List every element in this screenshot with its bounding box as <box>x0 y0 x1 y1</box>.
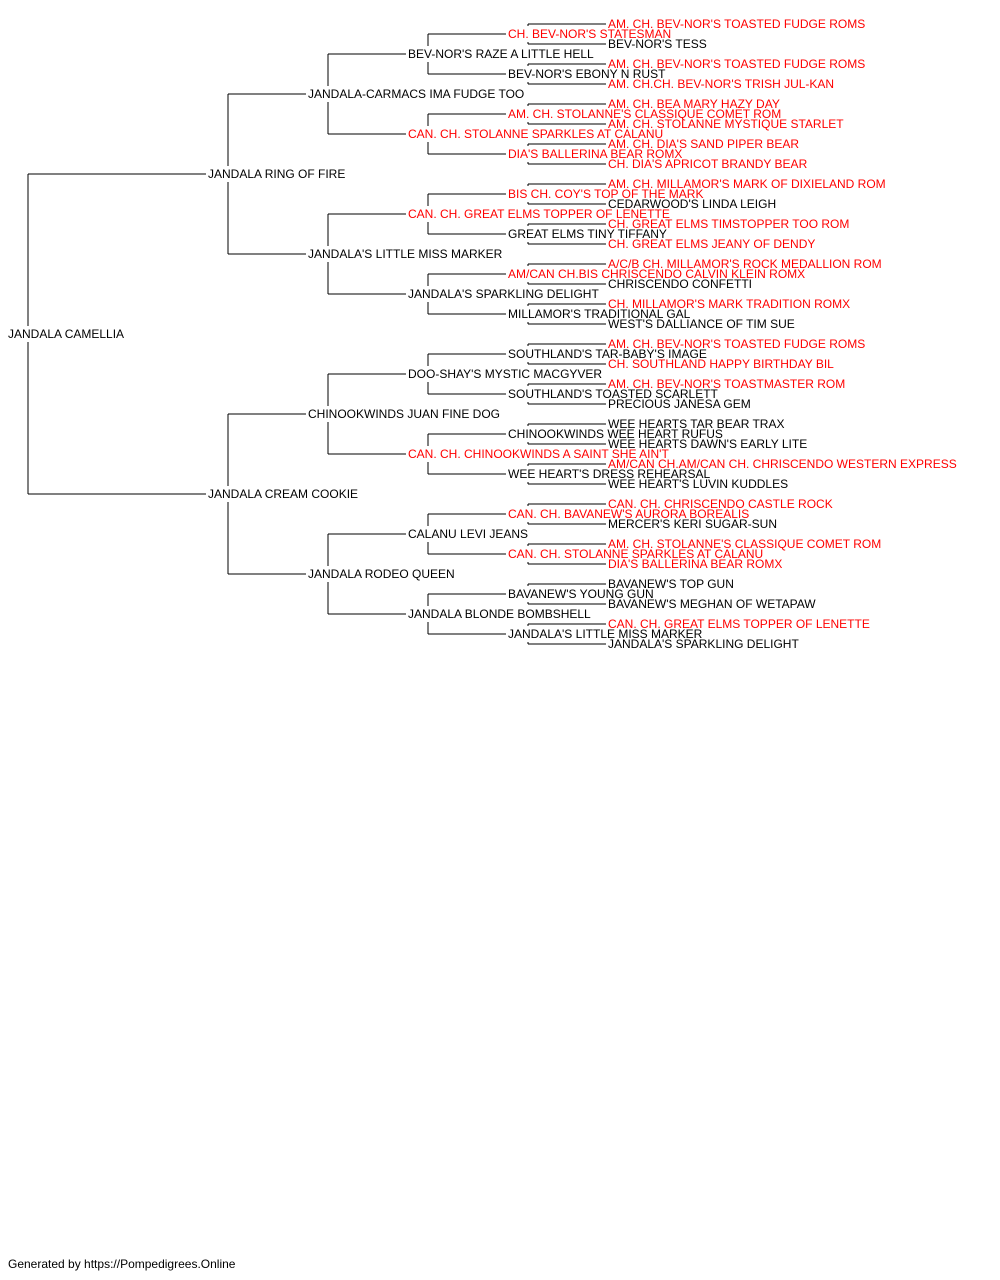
ancestor-name: BEV-NOR'S TESS <box>608 37 707 51</box>
ancestor-name: CAN. CH. STOLANNE SPARKLES AT CALANU <box>408 127 663 141</box>
ancestor-name: JANDALA'S SPARKLING DELIGHT <box>408 287 599 301</box>
ancestor-name: AM. CH. BEA MARY HAZY DAY <box>608 97 780 111</box>
ancestor-name: MILLAMOR'S TRADITIONAL GAL <box>508 307 691 321</box>
ancestor-name: AM. CH.CH. BEV-NOR'S TRISH JUL-KAN <box>608 77 834 91</box>
ancestor-name: CHINOOKWINDS WEE HEART RUFUS <box>508 427 723 441</box>
ancestor-name: WEE HEARTS TAR BEAR TRAX <box>608 417 784 431</box>
ancestor-name: AM/CAN CH.AM/CAN CH. CHRISCENDO WESTERN … <box>608 457 957 471</box>
ancestor-name: GREAT ELMS TINY TIFFANY <box>508 227 667 241</box>
ancestor-name: CH. MILLAMOR'S MARK TRADITION ROMX <box>608 297 850 311</box>
ancestor-name: DIA'S BALLERINA BEAR ROMX <box>508 147 682 161</box>
ancestor-name: BAVANEW'S YOUNG GUN <box>508 587 654 601</box>
ancestor-name: BIS CH. COY'S TOP OF THE MARK <box>508 187 703 201</box>
ancestor-name: WEST'S DALLIANCE OF TIM SUE <box>608 317 795 331</box>
ancestor-name: AM. CH. BEV-NOR'S TOASTMASTER ROM <box>608 377 845 391</box>
ancestor-name: JANDALA RODEO QUEEN <box>308 567 455 581</box>
footer-credit: Generated by https://Pompedigrees.Online <box>8 1257 236 1271</box>
dog-labels: JANDALA CAMELLIA JANDALA RING OF FIRE JAND… <box>8 17 957 651</box>
ancestor-name: JANDALA'S LITTLE MISS MARKER <box>308 247 503 261</box>
ancestor-name: CEDARWOOD'S LINDA LEIGH <box>608 197 776 211</box>
ancestor-name: PRECIOUS JANESA GEM <box>608 397 751 411</box>
ancestor-name: AM. CH. STOLANNE MYSTIQUE STARLET <box>608 117 844 131</box>
ancestor-name: CH. BEV-NOR'S STATESMAN <box>508 27 671 41</box>
ancestor-name: CHINOOKWINDS JUAN FINE DOG <box>308 407 500 421</box>
ancestor-name: CAN. CH. GREAT ELMS TOPPER OF LENETTE <box>408 207 670 221</box>
ancestor-name: SOUTHLAND'S TOASTED SCARLETT <box>508 387 719 401</box>
ancestor-name: MERCER'S KERI SUGAR-SUN <box>608 517 777 531</box>
ancestor-name: AM. CH. DIA'S SAND PIPER BEAR <box>608 137 799 151</box>
ancestor-name: DOO-SHAY'S MYSTIC MACGYVER <box>408 367 602 381</box>
ancestor-name: WEE HEART'S DRESS REHEARSAL <box>508 467 710 481</box>
ancestor-name: AM. CH. BEV-NOR'S TOASTED FUDGE ROMS <box>608 17 865 31</box>
ancestor-name: AM. CH. BEV-NOR'S TOASTED FUDGE ROMS <box>608 57 865 71</box>
ancestor-name: BEV-NOR'S EBONY N RUST <box>508 67 666 81</box>
ancestor-name: WEE HEART'S LUVIN KUDDLES <box>608 477 788 491</box>
ancestor-name: BAVANEW'S TOP GUN <box>608 577 734 591</box>
ancestor-name: JANDALA RING OF FIRE <box>208 167 345 181</box>
ancestor-name: CH. SOUTHLAND HAPPY BIRTHDAY BIL <box>608 357 834 371</box>
ancestor-name: AM/CAN CH.BIS CHRISCENDO CALVIN KLEIN RO… <box>508 267 805 281</box>
ancestor-name: DIA'S BALLERINA BEAR ROMX <box>608 557 782 571</box>
ancestor-name: CHRISCENDO CONFETTI <box>608 277 752 291</box>
ancestor-name: CAN. CH. CHRISCENDO CASTLE ROCK <box>608 497 833 511</box>
ancestor-name: JANDALA BLONDE BOMBSHELL <box>408 607 591 621</box>
ancestor-name: WEE HEARTS DAWN'S EARLY LITE <box>608 437 807 451</box>
subject-dog-name: JANDALA CAMELLIA <box>8 327 124 341</box>
ancestor-name: JANDALA'S LITTLE MISS MARKER <box>508 627 703 641</box>
ancestor-name: CH. GREAT ELMS JEANY OF DENDY <box>608 237 815 251</box>
ancestor-name: AM. CH. MILLAMOR'S MARK OF DIXIELAND ROM <box>608 177 886 191</box>
ancestor-name: JANDALA'S SPARKLING DELIGHT <box>608 637 799 651</box>
ancestor-name: CH. GREAT ELMS TIMSTOPPER TOO ROM <box>608 217 849 231</box>
ancestor-name: CAN. CH. CHINOOKWINDS A SAINT SHE AIN'T <box>408 447 669 461</box>
ancestor-name: BEV-NOR'S RAZE A LITTLE HELL <box>408 47 594 61</box>
ancestor-name: A/C/B CH. MILLAMOR'S ROCK MEDALLION ROM <box>608 257 882 271</box>
ancestor-name: CAN. CH. GREAT ELMS TOPPER OF LENETTE <box>608 617 870 631</box>
ancestor-name: CALANU LEVI JEANS <box>408 527 528 541</box>
ancestor-name: JANDALA CREAM COOKIE <box>208 487 358 501</box>
ancestor-name: CAN. CH. BAVANEW'S AURORA BOREALIS <box>508 507 749 521</box>
ancestor-name: AM. CH. STOLANNE'S CLASSIQUE COMET ROM <box>508 107 781 121</box>
ancestor-name: CAN. CH. STOLANNE SPARKLES AT CALANU <box>508 547 763 561</box>
ancestor-name: CH. DIA'S APRICOT BRANDY BEAR <box>608 157 808 171</box>
ancestor-name: JANDALA-CARMACS IMA FUDGE TOO <box>308 87 524 101</box>
ancestor-name: AM. CH. STOLANNE'S CLASSIQUE COMET ROM <box>608 537 881 551</box>
ancestor-name: AM. CH. BEV-NOR'S TOASTED FUDGE ROMS <box>608 337 865 351</box>
ancestor-name: BAVANEW'S MEGHAN OF WETAPAW <box>608 597 816 611</box>
connector-lines <box>27 23 606 645</box>
ancestor-name: SOUTHLAND'S TAR-BABY'S IMAGE <box>508 347 707 361</box>
